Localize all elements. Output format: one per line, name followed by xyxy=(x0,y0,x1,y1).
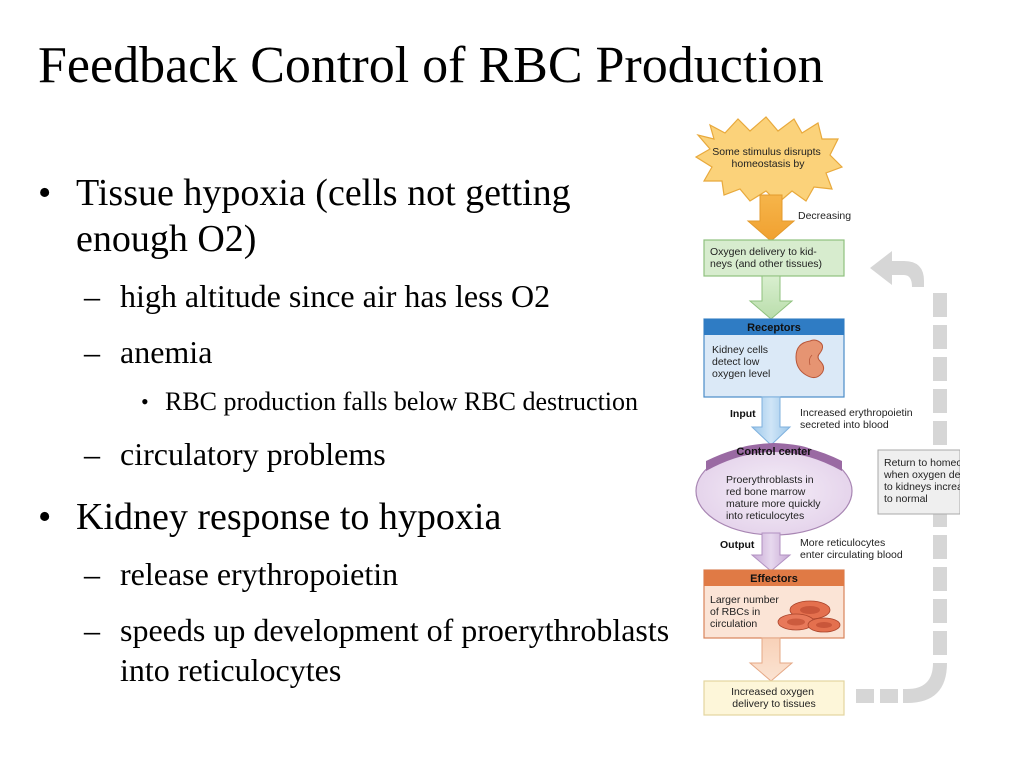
stimulus-text: homeostasis by xyxy=(732,158,806,170)
effectors-text: circulation xyxy=(710,618,757,630)
svg-text:Return to homeostasis wh: Return to homeostasis when oxygen delive… xyxy=(883,457,960,505)
return-text: when oxygen delivery xyxy=(883,469,960,481)
receptors-text: detect low xyxy=(712,356,760,368)
slide-title: Feedback Control of RBC Production xyxy=(38,37,824,94)
receptors-text: Kidney cells xyxy=(712,344,768,356)
bullet-marker: • xyxy=(38,496,52,538)
stimulus-burst: Some stimulus disrupts homeostasis by xyxy=(694,116,844,204)
stimulus-text: Some stimulus disrupts xyxy=(712,146,821,158)
bullet-marker: • xyxy=(38,172,52,214)
sub-bullet-text: anemia xyxy=(120,334,213,370)
sub-bullet-text: circulatory problems xyxy=(120,436,386,472)
sub-bullet-text: release erythropoietin xyxy=(120,556,399,592)
control-center-header: Control center xyxy=(736,446,812,458)
rbc-icon xyxy=(777,600,841,633)
sub-sub-bullet-item: • RBC production falls below RBC destruc… xyxy=(38,382,678,422)
output-label: Output xyxy=(720,539,755,551)
control-center-text: Proerythroblasts in xyxy=(726,474,814,486)
dash-marker: – xyxy=(84,612,100,648)
output-text: More reticulocytes xyxy=(800,537,885,549)
control-center-text: into reticulocytes xyxy=(726,510,804,522)
receptors-header: Receptors xyxy=(747,322,801,334)
svg-text:Some stimulus disrupts h: Some stimulus disrupts homeostasis by xyxy=(712,146,823,170)
receptors-box: Receptors Kidney cells detect low oxygen… xyxy=(703,318,845,398)
feedback-loop-diagram: Return to homeostasis when oxygen delive… xyxy=(694,116,960,716)
to-receptors-arrow xyxy=(748,275,794,320)
sub-bullet-item: – speeds up development of proerythrobla… xyxy=(38,610,680,690)
control-center-text: red bone marrow xyxy=(726,486,806,498)
input-label: Input xyxy=(730,408,756,420)
kidney-icon xyxy=(795,339,825,379)
control-center: Control center Proerythroblasts in red b… xyxy=(695,443,853,536)
return-text: to kidneys increases xyxy=(884,481,960,493)
svg-text:Oxygen delivery to kid-: Oxygen delivery to kid- neys (and other … xyxy=(710,246,822,270)
bullet-text: Kidney response to hypoxia xyxy=(76,496,502,538)
bullet-list: • Tissue hypoxia (cells not getting enou… xyxy=(38,164,678,690)
svg-text:Increased erythropoietin s: Increased erythropoietin secreted into b… xyxy=(800,407,916,431)
svg-text:More reticulocytes enter c: More reticulocytes enter circulating blo… xyxy=(800,537,903,561)
receptors-text: oxygen level xyxy=(712,368,770,380)
output-text: enter circulating blood xyxy=(800,549,903,561)
input-text: secreted into blood xyxy=(800,419,889,431)
bullet-item: • Kidney response to hypoxia xyxy=(38,494,678,540)
sub-bullet-item: – circulatory problems xyxy=(38,434,678,474)
variable-text: Oxygen delivery to kid- xyxy=(710,246,817,258)
return-text: to normal xyxy=(884,493,928,505)
sub-bullet-item: – release erythropoietin xyxy=(38,554,678,594)
dash-marker: – xyxy=(84,556,100,592)
stimulus-arrow xyxy=(746,194,796,242)
sub-bullet-text: high altitude since air has less O2 xyxy=(120,278,551,314)
input-text: Increased erythropoietin xyxy=(800,407,913,419)
sub-bullet-item: – high altitude since air has less O2 xyxy=(38,276,678,316)
effectors-text: of RBCs in xyxy=(710,606,760,618)
return-arrow xyxy=(856,251,947,703)
output-arrow xyxy=(750,532,792,572)
return-text: Return to homeostasis xyxy=(884,457,960,469)
control-center-text: mature more quickly xyxy=(726,498,821,510)
variable-box: Oxygen delivery to kid- neys (and other … xyxy=(703,239,845,277)
result-text: delivery to tissues xyxy=(732,698,815,710)
result-box: Increased oxygen delivery to tissues xyxy=(703,680,845,716)
svg-text:Increased oxygen deliver: Increased oxygen delivery to tissues xyxy=(731,686,817,710)
svg-text:Larger number of RBCs in: Larger number of RBCs in circulation xyxy=(710,594,782,630)
dash-marker: – xyxy=(84,278,100,314)
bullet-item: • Tissue hypoxia (cells not getting enou… xyxy=(38,170,678,262)
bullet-text: Tissue hypoxia (cells not getting enough… xyxy=(76,172,571,260)
sub-bullet-item: – anemia xyxy=(38,332,678,372)
input-arrow xyxy=(750,396,792,446)
dash-marker: – xyxy=(84,334,100,370)
effectors-box: Effectors Larger number of RBCs in circu… xyxy=(703,569,845,639)
effectors-header: Effectors xyxy=(750,573,798,585)
sub-bullet-text: speeds up development of proerythroblast… xyxy=(120,612,670,688)
return-to-homeostasis-box: Return to homeostasis when oxygen delive… xyxy=(877,449,960,515)
decreasing-label: Decreasing xyxy=(798,210,851,222)
sub-sub-bullet-text: RBC production falls below RBC destructi… xyxy=(165,387,639,416)
svg-text:Kidney cells detect low: Kidney cells detect low oxygen level xyxy=(712,344,771,380)
result-text: Increased oxygen xyxy=(731,686,814,698)
bullet-marker: • xyxy=(141,389,149,414)
dash-marker: – xyxy=(84,436,100,472)
effectors-text: Larger number xyxy=(710,594,779,606)
to-result-arrow xyxy=(748,637,794,682)
variable-text: neys (and other tissues) xyxy=(710,258,822,270)
svg-text:Proerythroblasts in red: Proerythroblasts in red bone marrow matu… xyxy=(726,474,823,522)
